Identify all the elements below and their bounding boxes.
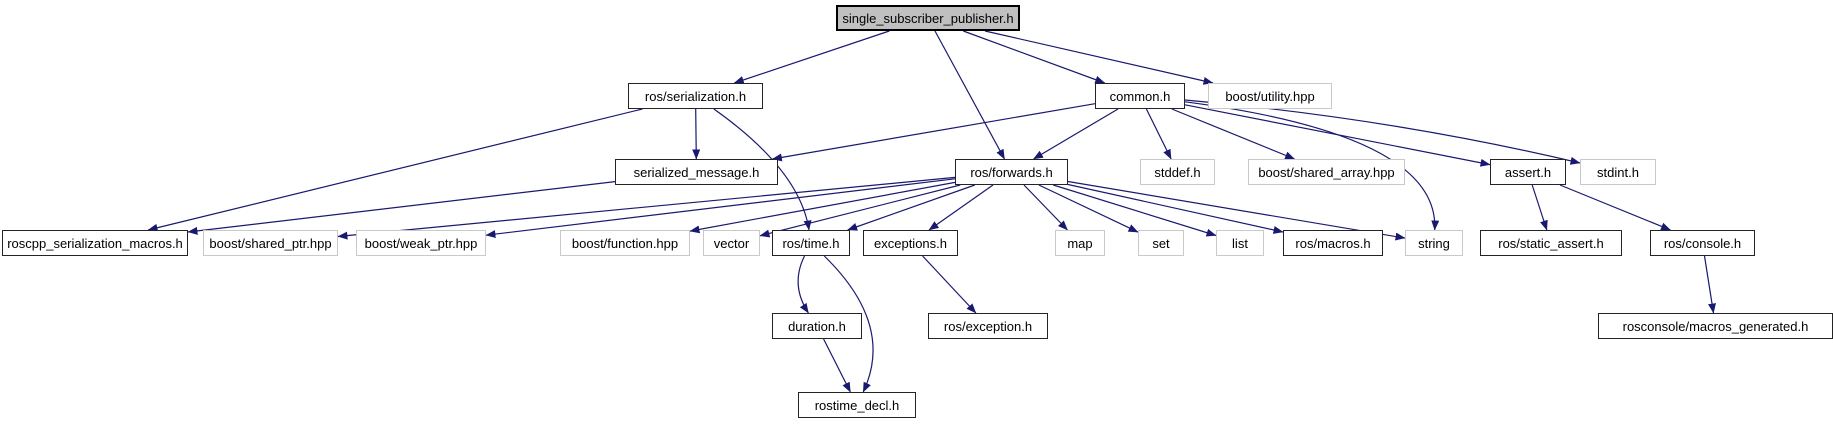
- node-exception[interactable]: ros/exception.h: [928, 313, 1048, 339]
- edge-forwards-to-list: [1053, 184, 1217, 237]
- node-label: set: [1152, 235, 1170, 251]
- node-label: boost/shared_array.hpp: [1258, 164, 1395, 180]
- node-label: ros/exception.h: [943, 318, 1033, 334]
- edge-serialization-to-serialized_message: [692, 108, 701, 160]
- edge-assert-to-console: [1559, 184, 1671, 231]
- edge-common-to-stdint: [1184, 99, 1581, 165]
- node-function[interactable]: boost/function.hpp: [560, 230, 690, 256]
- edge-serialization-to-time: [713, 108, 812, 231]
- node-set[interactable]: set: [1138, 230, 1184, 256]
- node-forwards[interactable]: ros/forwards.h: [955, 159, 1068, 185]
- node-stddef[interactable]: stddef.h: [1140, 159, 1215, 185]
- edge-time-to-rostime_decl: [823, 255, 874, 393]
- edge-serialization-to-ser_macros: [147, 108, 643, 232]
- node-label: rosconsole/macros_generated.h: [1622, 318, 1809, 334]
- edge-common-to-shared_array: [1171, 108, 1296, 160]
- node-label: ros/static_assert.h: [1498, 235, 1604, 251]
- node-label: boost/utility.hpp: [1225, 88, 1315, 104]
- edge-forwards-to-function: [689, 181, 956, 234]
- edge-forwards-to-string: [1067, 180, 1406, 241]
- node-static_assert[interactable]: ros/static_assert.h: [1480, 230, 1622, 256]
- edge-forwards-to-time: [847, 184, 976, 231]
- node-label: common.h: [1109, 88, 1171, 104]
- node-map[interactable]: map: [1055, 230, 1105, 256]
- node-list[interactable]: list: [1216, 230, 1264, 256]
- edge-common-to-stddef: [1145, 108, 1172, 160]
- node-label: roscpp_serialization_macros.h: [7, 235, 183, 251]
- node-shared_ptr[interactable]: boost/shared_ptr.hpp: [203, 230, 338, 256]
- node-string[interactable]: string: [1405, 230, 1463, 256]
- node-label: ros/forwards.h: [970, 164, 1053, 180]
- node-label: single_subscriber_publisher.h: [842, 10, 1014, 26]
- node-serialized_message[interactable]: serialized_message.h: [615, 159, 778, 185]
- node-assert[interactable]: assert.h: [1490, 159, 1566, 185]
- node-label: ros/macros.h: [1295, 235, 1371, 251]
- node-rostime_decl[interactable]: rostime_decl.h: [798, 392, 916, 418]
- node-label: vector: [713, 235, 750, 251]
- node-label: ros/time.h: [782, 235, 840, 251]
- edge-root-to-forwards: [934, 30, 1006, 160]
- node-console[interactable]: ros/console.h: [1650, 230, 1755, 256]
- edge-forwards-to-weak_ptr: [485, 178, 956, 239]
- edge-common-to-forwards: [1033, 108, 1119, 160]
- edge-assert-to-static_assert: [1531, 184, 1548, 231]
- edge-forwards-to-vector: [759, 184, 961, 238]
- edge-common-to-string: [1184, 101, 1440, 231]
- edge-forwards-to-map: [1023, 184, 1068, 231]
- node-duration[interactable]: duration.h: [772, 313, 862, 339]
- node-common[interactable]: common.h: [1095, 83, 1185, 109]
- node-vector[interactable]: vector: [703, 230, 760, 256]
- node-label: list: [1232, 235, 1248, 251]
- edge-time-to-duration: [797, 255, 809, 314]
- node-root[interactable]: single_subscriber_publisher.h: [836, 5, 1020, 31]
- edge-forwards-to-rosmacros: [1067, 183, 1284, 234]
- edge-forwards-to-set: [1038, 184, 1139, 233]
- edge-duration-to-rostime_decl: [823, 338, 851, 393]
- edge-console-to-macros_generated: [1703, 255, 1716, 314]
- node-exceptions[interactable]: exceptions.h: [863, 230, 958, 256]
- node-label: rostime_decl.h: [814, 397, 900, 413]
- node-label: serialized_message.h: [633, 164, 760, 180]
- edge-serialized_message-to-ser_macros: [187, 181, 616, 235]
- node-serialization[interactable]: ros/serialization.h: [628, 83, 763, 109]
- node-label: ros/serialization.h: [644, 88, 747, 104]
- edge-layer: [147, 30, 1716, 393]
- node-label: exceptions.h: [874, 235, 947, 251]
- node-stdint[interactable]: stdint.h: [1580, 159, 1656, 185]
- node-shared_array[interactable]: boost/shared_array.hpp: [1248, 159, 1405, 185]
- node-ser_macros[interactable]: roscpp_serialization_macros.h: [2, 230, 188, 256]
- node-label: assert.h: [1504, 164, 1552, 180]
- node-label: stddef.h: [1154, 164, 1201, 180]
- edge-forwards-to-exceptions: [928, 184, 994, 231]
- node-label: boost/weak_ptr.hpp: [364, 235, 478, 251]
- edge-forwards-to-shared_ptr: [337, 176, 956, 240]
- edge-root-to-utility: [984, 30, 1214, 85]
- node-macros_generated[interactable]: rosconsole/macros_generated.h: [1598, 313, 1833, 339]
- node-label: ros/console.h: [1663, 235, 1742, 251]
- edge-exceptions-to-exception: [922, 255, 977, 314]
- node-label: boost/shared_ptr.hpp: [209, 235, 332, 251]
- node-label: string: [1418, 235, 1450, 251]
- node-time[interactable]: ros/time.h: [772, 230, 850, 256]
- edge-common-to-serialized_message: [771, 103, 1096, 162]
- node-label: boost/function.hpp: [571, 235, 679, 251]
- node-rosmacros[interactable]: ros/macros.h: [1283, 230, 1383, 256]
- node-label: stdint.h: [1597, 164, 1639, 180]
- edge-root-to-serialization: [733, 30, 890, 84]
- edge-root-to-common: [963, 30, 1106, 84]
- node-weak_ptr[interactable]: boost/weak_ptr.hpp: [356, 230, 486, 256]
- node-utility[interactable]: boost/utility.hpp: [1208, 83, 1332, 109]
- node-label: map: [1067, 235, 1093, 251]
- node-label: duration.h: [788, 318, 846, 334]
